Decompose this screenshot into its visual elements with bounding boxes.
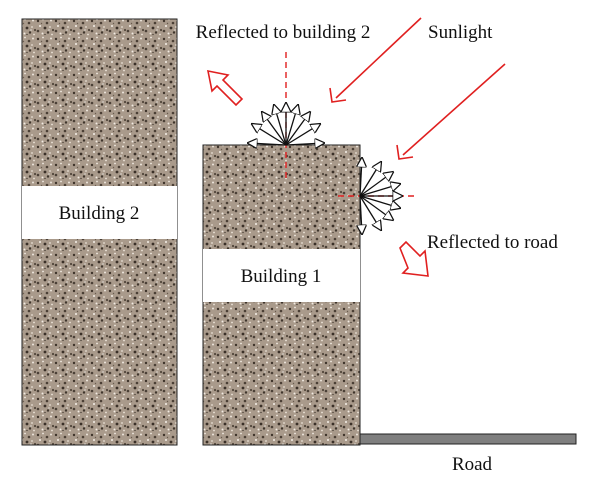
building-1-label: Building 1 [241,266,322,287]
reflected-to-road-label: Reflected to road [427,232,558,253]
reflected-to-building-2-label: Reflected to building 2 [196,22,371,43]
sunlight-label: Sunlight [428,22,493,43]
road-surface [359,433,577,445]
sunlight-ray-2 [402,63,506,156]
wall-scatter-fan [360,158,402,234]
sunlight-ray-1 [335,17,422,99]
building-1-label-band [203,249,360,302]
reflected-to-road-arrow [399,240,429,277]
building-2-label-band [22,186,177,239]
building-2-label: Building 2 [59,203,140,224]
road-label: Road [452,454,493,475]
roof-scatter-fan [248,103,324,145]
reflected-to-building-2-arrow [206,69,244,107]
sunlight-rays [329,17,506,160]
